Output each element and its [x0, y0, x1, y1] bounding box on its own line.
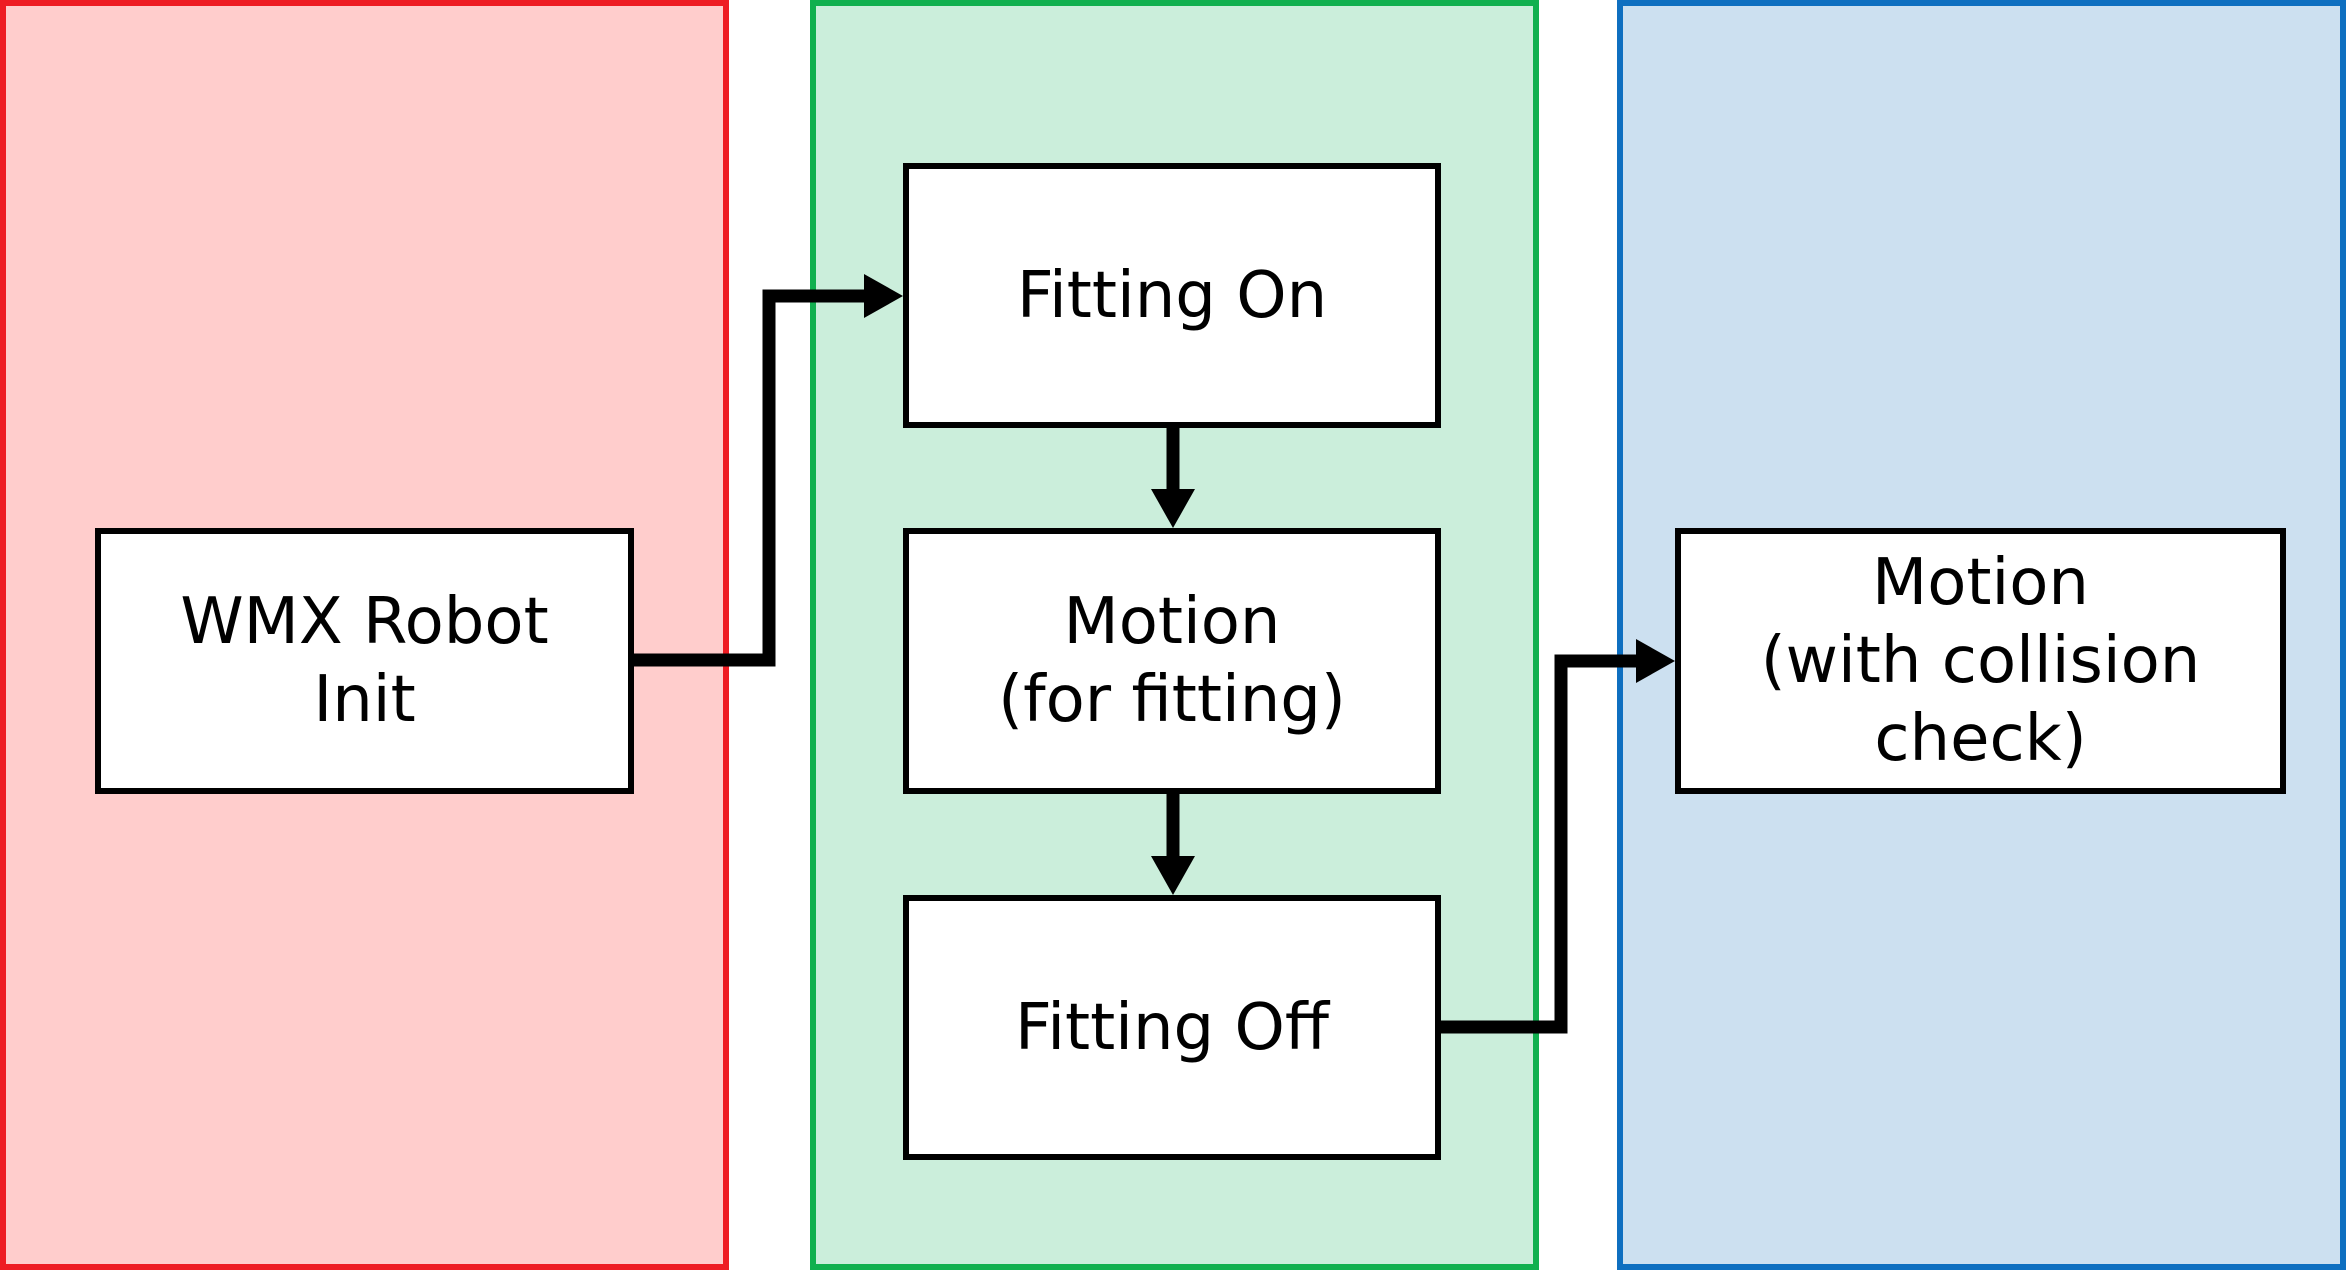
node-label: WMX Robot Init: [180, 585, 549, 737]
connector-fitting-off-to-motion-collision: [1441, 654, 1638, 1034]
node-label: Fitting On: [1016, 258, 1328, 333]
node-motion-for-fitting: Motion (for fitting): [903, 528, 1441, 794]
node-motion-with-collision-check: Motion (with collision check): [1675, 528, 2286, 794]
arrowhead-into-fitting-on: [864, 274, 903, 318]
connector-init-to-fitting-on: [634, 289, 866, 667]
node-fitting-off: Fitting Off: [903, 895, 1441, 1160]
node-label: Motion (with collision check): [1760, 546, 2201, 776]
node-label: Fitting Off: [1015, 990, 1329, 1065]
arrowhead-into-motion-for-fitting: [1151, 489, 1195, 528]
arrowhead-into-motion-collision: [1636, 639, 1675, 683]
node-label: Motion (for fitting): [998, 585, 1346, 737]
arrowhead-into-fitting-off: [1151, 856, 1195, 895]
node-wmx-robot-init: WMX Robot Init: [95, 528, 634, 794]
node-fitting-on: Fitting On: [903, 163, 1441, 428]
